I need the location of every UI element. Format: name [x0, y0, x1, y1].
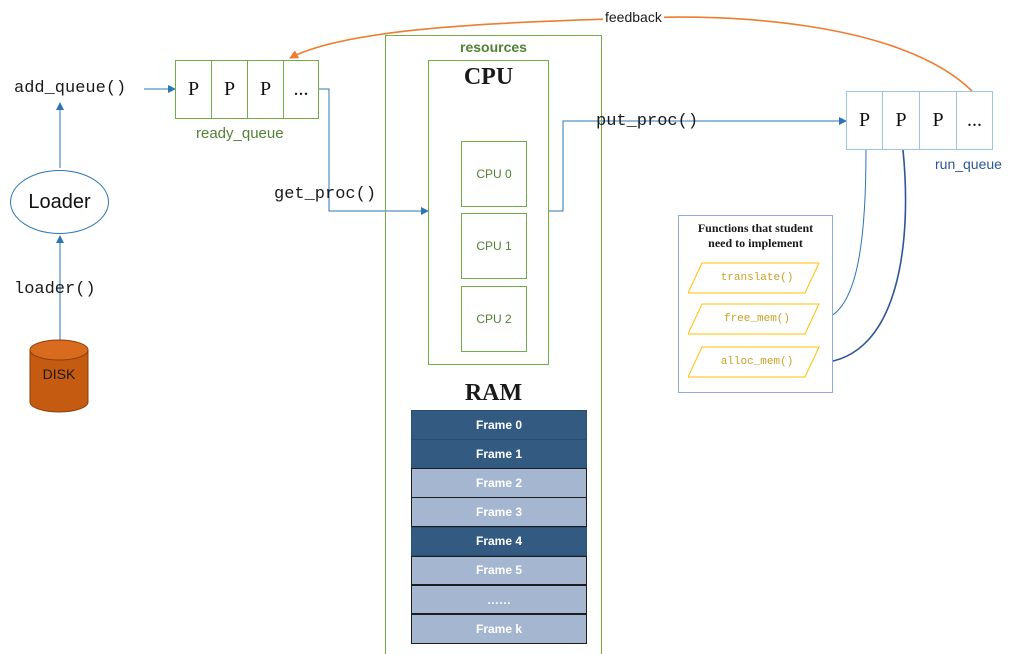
function-shapes: [688, 262, 820, 378]
disk-label: DISK: [42, 366, 76, 382]
alloc-mem-function: alloc_mem(): [720, 356, 794, 368]
ram-title: RAM: [464, 380, 523, 406]
run-queue: P P P ...: [846, 91, 993, 150]
cpu-title: CPU: [463, 64, 514, 90]
ready-queue-cell: P: [247, 60, 284, 119]
get-proc-arrow: [318, 88, 429, 215]
ram-frame: Frame k: [411, 613, 587, 644]
put-proc-arrow: [549, 117, 847, 212]
loader-node: Loader: [10, 170, 109, 234]
free-mem-function: free_mem(): [723, 313, 790, 325]
free-mem-shape: [688, 303, 820, 335]
run-queue-cell: P: [882, 91, 920, 150]
resources-title: resources: [460, 39, 527, 55]
ready-queue-cell: P: [175, 60, 212, 119]
ram-frame: Frame 5: [411, 555, 587, 586]
alloc-mem-shape: [688, 346, 820, 378]
ready-queue-cell: P: [211, 60, 248, 119]
put-proc-call: put_proc(): [596, 112, 699, 131]
run-queue-cell: ...: [956, 91, 993, 150]
functions-title: Functions that student need to implement: [678, 221, 833, 251]
loader-call: loader(): [14, 280, 96, 299]
translate-function: translate(): [720, 272, 794, 284]
get-proc-call: get_proc(): [274, 185, 377, 204]
ready-queue-label: ready_queue: [196, 125, 284, 142]
cpu-core: CPU 1: [461, 213, 527, 279]
ram-frame: Frame 0: [411, 410, 587, 440]
ram-frame: ……: [411, 584, 587, 615]
run-queue-cell: P: [846, 91, 883, 150]
disk-icon: [29, 339, 89, 413]
cpu-box: [428, 60, 549, 365]
ram-frame: Frame 1: [411, 439, 587, 469]
ready-queue: P P P ...: [175, 60, 319, 119]
functions-title-line: need to implement: [708, 236, 803, 250]
run-queue-to-alloc-mem-arrow: [819, 149, 907, 367]
translate-shape: [688, 262, 820, 294]
cpu-core: CPU 0: [461, 141, 527, 207]
feedback-label: feedback: [603, 9, 664, 25]
add-queue-call: add_queue(): [14, 79, 127, 98]
resources-panel: [385, 35, 602, 654]
cpu-core: CPU 2: [461, 286, 527, 352]
run-queue-label: run_queue: [935, 156, 1002, 172]
ready-queue-cell: ...: [283, 60, 319, 119]
loader-label: Loader: [28, 190, 91, 213]
ram-frame: Frame 3: [411, 497, 587, 527]
functions-title-line: Functions that student: [697, 221, 814, 235]
ram-frame: Frame 4: [411, 526, 587, 557]
ram-frame: Frame 2: [411, 468, 587, 498]
run-queue-cell: P: [919, 91, 957, 150]
